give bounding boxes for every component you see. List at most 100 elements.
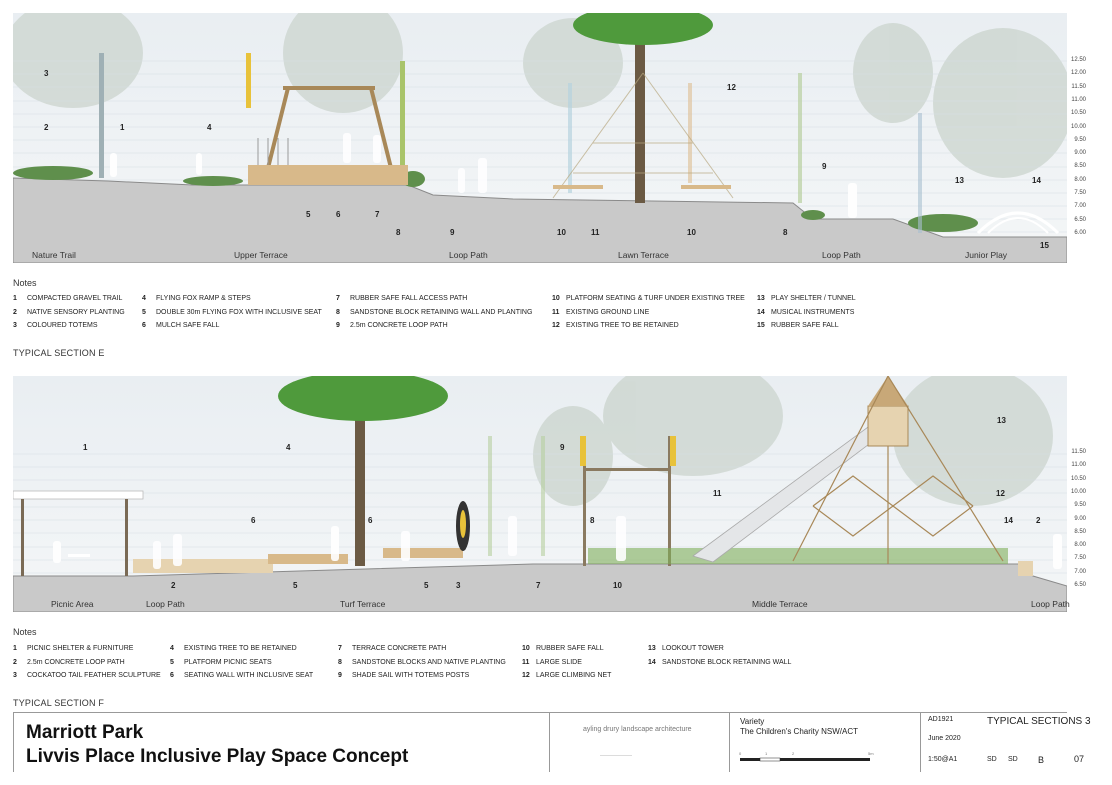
zone-upper-terrace: Upper Terrace (234, 250, 288, 260)
checked-by: SD (1008, 756, 1018, 763)
note-number: 8 (336, 308, 340, 316)
note-text: LARGE SLIDE (536, 658, 582, 666)
note-text: RUBBER SAFE FALL (771, 322, 839, 329)
scale-label: 6.00 (1074, 229, 1086, 236)
note-number: 6 (142, 322, 146, 329)
scale-label: 8.00 (1074, 542, 1086, 549)
client-full-name: The Children's Charity NSW/ACT (740, 727, 858, 736)
note-text: EXISTING TREE TO BE RETAINED (566, 322, 679, 329)
callout-e-4: 4 (207, 123, 212, 132)
zone-turf-terrace: Turf Terrace (340, 599, 386, 609)
callout-f-8: 8 (590, 516, 595, 525)
callout-f-5a: 5 (293, 581, 298, 590)
scale-bar (740, 757, 870, 762)
project-subtitle: Livvis Place Inclusive Play Space Concep… (26, 746, 409, 767)
callout-e-7: 7 (375, 210, 380, 219)
note-number: 4 (142, 295, 146, 302)
callout-f-11: 11 (713, 489, 722, 498)
callout-e-1: 1 (120, 123, 125, 132)
scale-bar-1: 1 (765, 751, 768, 756)
callout-f-2a: 2 (1036, 516, 1041, 525)
scale-label: 9.50 (1074, 136, 1086, 143)
scale-bar-2: 2 (792, 751, 795, 756)
zone-lawn-terrace: Lawn Terrace (618, 250, 669, 260)
divider-2 (729, 712, 730, 772)
callout-f-12: 12 (996, 489, 1005, 498)
notes-heading-f: Notes (13, 627, 37, 637)
note-text: LARGE CLIMBING NET (536, 672, 612, 679)
callout-e-8b: 8 (783, 228, 788, 237)
scale-label: 12.00 (1070, 70, 1086, 77)
scale-label: 8.50 (1074, 163, 1086, 170)
note-text: FLYING FOX RAMP & STEPS (156, 295, 251, 302)
note-number: 1 (13, 295, 17, 302)
note-text: NATIVE SENSORY PLANTING (27, 308, 125, 316)
callout-e-10a: 10 (557, 228, 566, 237)
scale-label: 6.50 (1074, 216, 1086, 223)
note-text: RUBBER SAFE FALL ACCESS PATH (350, 295, 468, 302)
callout-e-8a: 8 (396, 228, 401, 237)
zone-junior-play: Junior Play (965, 250, 1008, 260)
issue-date: June 2020 (928, 735, 961, 742)
note-number: 15 (757, 322, 765, 329)
callout-e-12: 12 (727, 83, 736, 92)
note-number: 10 (552, 295, 560, 302)
note-text: PLATFORM PICNIC SEATS (184, 658, 272, 666)
note-item: 12 LARGE CLIMBING NET (522, 672, 611, 679)
callout-f-3: 3 (456, 581, 461, 590)
callout-e-3: 3 (44, 69, 49, 78)
note-text: PLAY SHELTER / TUNNEL (771, 295, 856, 302)
note-number: 5 (142, 308, 146, 316)
note-text: SANDSTONE BLOCKS AND NATIVE PLANTING (352, 658, 506, 666)
note-number: 11 (552, 308, 560, 316)
note-number: 3 (13, 672, 17, 679)
callout-e-5: 5 (306, 210, 311, 219)
title-block-left-border (13, 712, 14, 772)
scale-label: 10.00 (1070, 488, 1086, 495)
note-text: SANDSTONE BLOCK RETAINING WALL (662, 658, 792, 666)
firm-details-line1: ———————— (600, 752, 632, 757)
callout-e-6: 6 (336, 210, 341, 219)
scale-label: 7.00 (1074, 568, 1086, 575)
callout-e-2: 2 (44, 123, 49, 132)
note-number: 9 (336, 322, 340, 329)
zone-loop-path-1: Loop Path (449, 250, 488, 260)
scale-label: 11.50 (1071, 449, 1086, 455)
note-number: 12 (522, 672, 530, 679)
client-name: Variety (740, 717, 765, 726)
firm-name: ayling drury landscape architecture (583, 726, 692, 733)
scale-label: 9.50 (1074, 502, 1086, 509)
note-number: 1 (13, 645, 17, 652)
note-text: PLATFORM SEATING & TURF UNDER EXISTING T… (566, 295, 745, 302)
zone-middle-terrace: Middle Terrace (752, 599, 808, 609)
section-f-drawing (13, 376, 1067, 612)
scale-label: 10.50 (1070, 475, 1086, 482)
scale-bar-5m: 5m (868, 751, 874, 756)
callout-e-9a: 9 (822, 162, 827, 171)
notes-heading-e: Notes (13, 278, 37, 288)
title-block-top-border (13, 712, 1067, 713)
note-number: 4 (170, 645, 174, 652)
section-e-drawing (13, 13, 1067, 263)
scale-bar-0: 0 (739, 751, 742, 756)
drawn-by: SD (987, 756, 997, 763)
note-item: 15 RUBBER SAFE FALL (757, 322, 839, 329)
zone-nature-trail: Nature Trail (32, 250, 76, 260)
